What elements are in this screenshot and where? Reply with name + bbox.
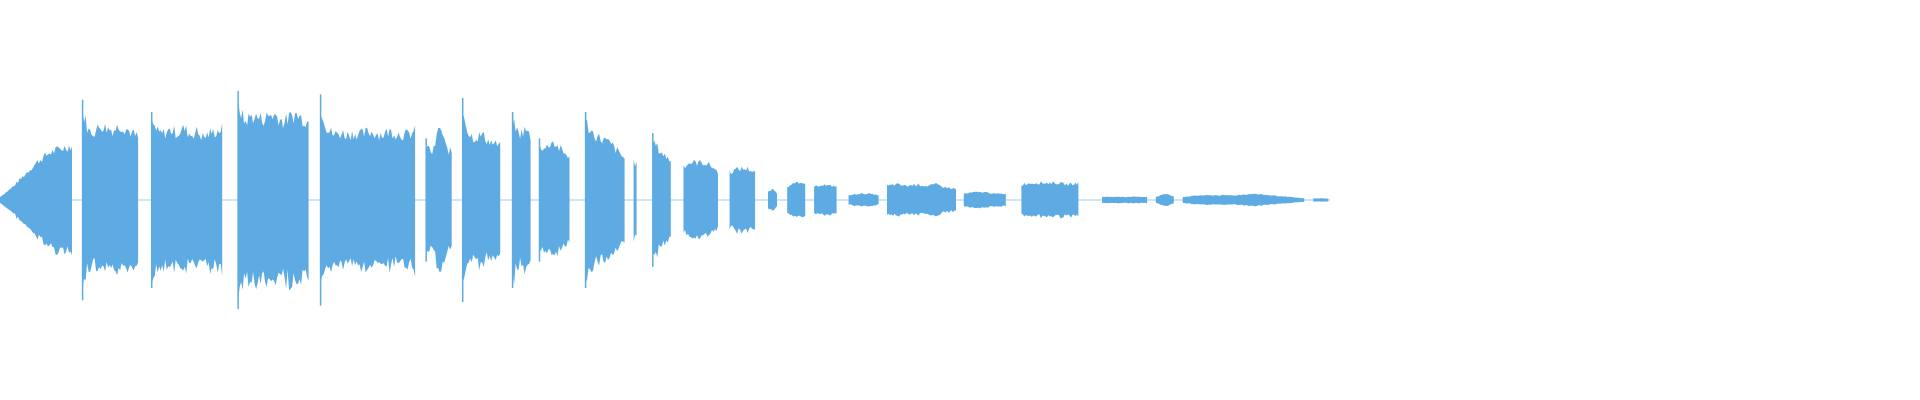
- waveform-segment: [1155, 194, 1174, 206]
- waveform-segment: [768, 188, 777, 211]
- waveform-segment: [729, 166, 756, 234]
- waveform-segment: [848, 193, 879, 207]
- waveform-segment: [0, 145, 72, 255]
- waveform-segment: [683, 159, 718, 239]
- waveform-segment: [426, 127, 452, 273]
- waveform-segment: [1102, 196, 1148, 204]
- waveform-segment: [462, 112, 501, 283]
- waveform-segment: [151, 118, 223, 285]
- waveform-segment: [1021, 181, 1079, 219]
- waveform-segment: [633, 159, 637, 242]
- waveform-segment: [82, 110, 139, 288]
- waveform-segment: [512, 118, 531, 285]
- waveform-segment: [887, 183, 956, 217]
- waveform-segment: [320, 114, 416, 283]
- waveform-segment: [652, 140, 671, 258]
- waveform-segment: [539, 141, 570, 257]
- waveform-segment: [1313, 198, 1329, 202]
- waveform-segment: [238, 98, 309, 302]
- waveform-segment: [585, 118, 625, 283]
- waveform-segment: [814, 184, 837, 216]
- waveform-segment: [1182, 193, 1305, 207]
- waveform-segment: [787, 182, 806, 218]
- waveform-segment: [963, 191, 1006, 209]
